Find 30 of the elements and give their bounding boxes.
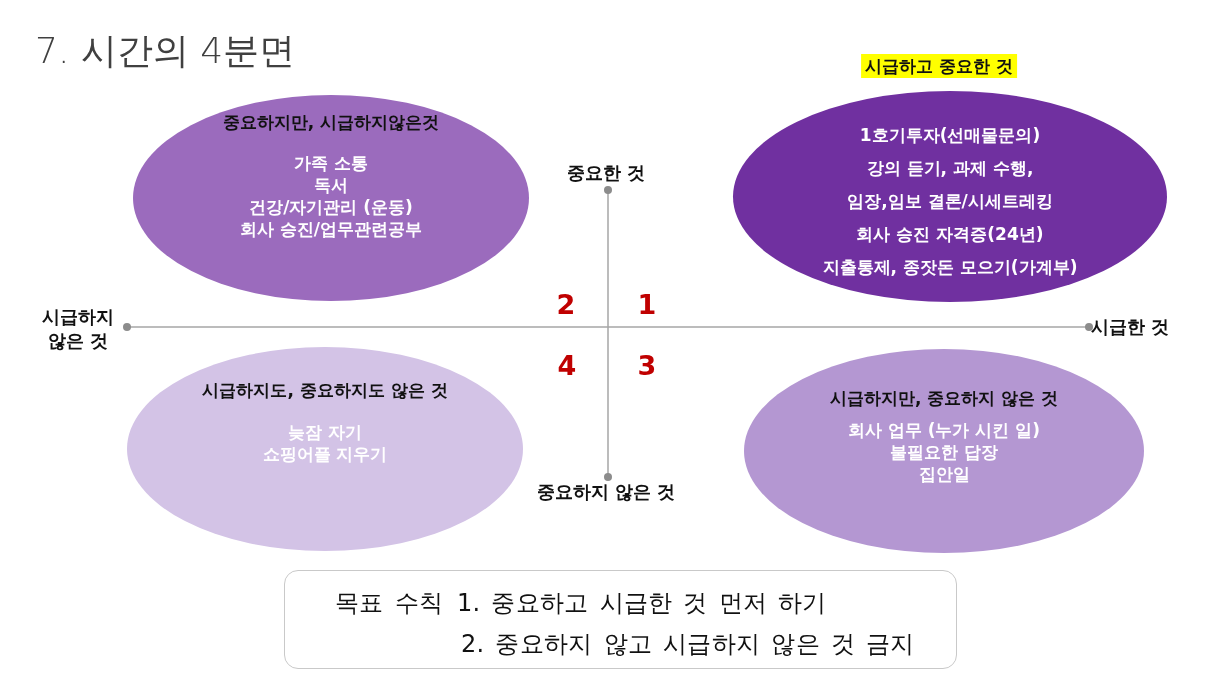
list-item: 집안일: [918, 463, 970, 485]
page-title: 7. 시간의 4분면: [35, 29, 296, 73]
list-item: 가족 소통: [294, 152, 368, 174]
quadrant-heading: 중요하지만, 시급하지않은것: [222, 111, 440, 133]
list-item: 건강/자기관리 (운동): [249, 196, 413, 218]
list-item: 지출통제, 종잣돈 모으기(가계부): [822, 256, 1078, 279]
list-item: 독서: [314, 174, 348, 196]
rule-item: 2. 중요하지 않고 시급하지 않은 것 금지: [461, 629, 915, 660]
list-item: 불필요한 답장: [890, 441, 998, 463]
list-item: 1호기투자(선매물문의): [859, 124, 1041, 147]
heading-text: 목표 수칙: [335, 588, 444, 619]
quadrant-number: 1: [637, 293, 657, 317]
axis-label: 중요하지 않은 것: [536, 480, 676, 504]
list-item: 회사 승진 자격증(24년): [856, 223, 1044, 246]
axis-label: 시급하지 않은 것: [41, 305, 115, 353]
axis-label: 중요한 것: [566, 161, 646, 185]
list-item: 늦잠 자기: [288, 421, 362, 443]
quadrant-number: 2: [556, 293, 576, 317]
rule-item: 1. 중요하고 시급한 것 먼저 하기: [457, 588, 827, 619]
quadrant-number: 3: [637, 354, 657, 378]
quadrant-heading: 시급하지만, 중요하지 않은 것: [829, 387, 1059, 409]
list-item: 회사 업무 (누가 시킨 일): [847, 419, 1041, 441]
list-item: 쇼핑어플 지우기: [262, 443, 388, 465]
quadrant-number: 4: [557, 354, 577, 378]
axis-label: 시급한 것: [1091, 315, 1170, 339]
list-item: 임장,임보 결론/시세트레킹: [847, 190, 1053, 213]
quadrant-heading: 시급하고 중요한 것: [861, 54, 1017, 78]
list-item: 회사 승진/업무관련공부: [239, 218, 423, 240]
list-item: 강의 듣기, 과제 수행,: [866, 157, 1034, 180]
quadrant-heading: 시급하지도, 중요하지도 않은 것: [202, 379, 448, 401]
